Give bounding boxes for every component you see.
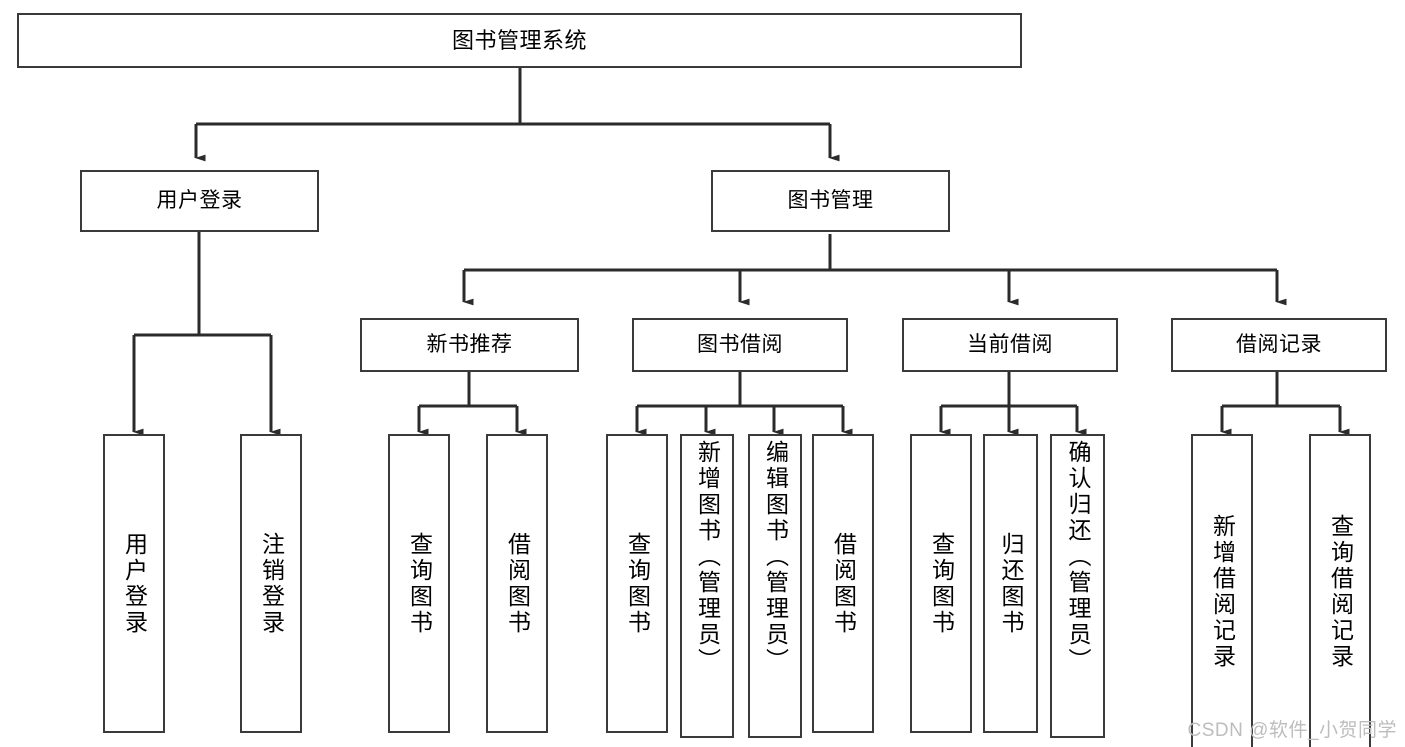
node-label: 用户登录 (156, 188, 243, 212)
leaf-current-query-book[interactable]: 查询图书 (910, 434, 972, 733)
node-root-book-management-system[interactable]: 图书管理系统 (17, 13, 1022, 68)
leaf-borrow-add-book-admin[interactable]: 新增图书（管理员） (680, 434, 734, 738)
node-label: 借阅图书 (830, 531, 857, 636)
node-label: 归还图书 (998, 531, 1024, 636)
csdn-watermark: CSDN @软件_小贺同学 (1187, 720, 1397, 741)
node-label: 注销登录 (258, 531, 285, 636)
leaf-user-login-signin[interactable]: 用户登录 (103, 434, 165, 733)
node-label: 查询图书 (928, 531, 955, 636)
node-book-borrow[interactable]: 图书借阅 (632, 318, 848, 372)
node-label: 新增借阅记录 (1209, 514, 1236, 670)
node-new-book-recommend[interactable]: 新书推荐 (360, 318, 579, 372)
leaf-borrow-edit-book-admin[interactable]: 编辑图书（管理员） (748, 434, 802, 738)
leaf-current-confirm-return-admin[interactable]: 确认归还（管理员） (1050, 434, 1105, 738)
node-borrow-record[interactable]: 借阅记录 (1171, 318, 1387, 372)
node-label: 查询图书 (624, 531, 651, 636)
leaf-current-return-book[interactable]: 归还图书 (983, 434, 1038, 733)
node-label: 图书管理系统 (451, 27, 587, 53)
node-label: 图书管理 (787, 188, 874, 212)
leaf-borrow-query-book[interactable]: 查询图书 (606, 434, 668, 733)
node-label: 借阅记录 (1236, 332, 1322, 356)
leaf-record-add-borrow-record[interactable]: 新增借阅记录 (1191, 434, 1253, 747)
node-user-login[interactable]: 用户登录 (80, 170, 319, 232)
node-label: 查询图书 (406, 531, 433, 636)
leaf-record-query-borrow-record[interactable]: 查询借阅记录 (1309, 434, 1371, 747)
node-label: 确认归还（管理员） (1065, 440, 1091, 674)
leaf-user-login-logout[interactable]: 注销登录 (240, 434, 302, 733)
node-book-management[interactable]: 图书管理 (711, 170, 950, 232)
node-current-borrow[interactable]: 当前借阅 (902, 318, 1118, 372)
node-label: 新书推荐 (426, 332, 513, 356)
node-label: 新增图书（管理员） (694, 440, 721, 674)
node-label: 借阅图书 (504, 531, 531, 636)
node-label: 当前借阅 (967, 332, 1053, 356)
leaf-borrow-borrow-book[interactable]: 借阅图书 (812, 434, 874, 733)
node-label: 图书借阅 (697, 332, 783, 356)
node-label: 查询借阅记录 (1327, 514, 1354, 670)
leaf-recommend-query-book[interactable]: 查询图书 (388, 434, 450, 733)
leaf-recommend-borrow-book[interactable]: 借阅图书 (486, 434, 548, 733)
node-label: 编辑图书（管理员） (762, 440, 789, 674)
node-label: 用户登录 (121, 531, 148, 636)
